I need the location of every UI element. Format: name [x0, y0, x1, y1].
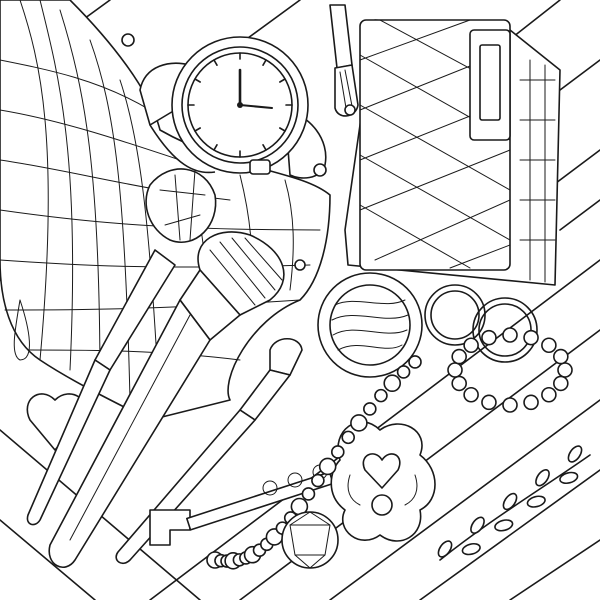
- necklace-bead: [341, 430, 356, 445]
- necklace-bead: [396, 365, 411, 379]
- watch-tick: [194, 78, 201, 83]
- lavender-bud: [526, 495, 546, 508]
- watch-tick: [213, 59, 218, 66]
- bracelet-bead: [463, 337, 479, 354]
- wristwatch: [139, 36, 327, 179]
- watch-tick: [213, 144, 218, 151]
- bead-bracelet: [447, 327, 573, 413]
- bracelet-bead: [481, 394, 497, 411]
- watch-ticks: [187, 52, 293, 158]
- necklace-bead: [363, 402, 377, 416]
- watch-tick: [194, 127, 201, 132]
- lavender-sprig: [437, 445, 591, 561]
- watch-minute-hand: [239, 104, 273, 109]
- bracelet-bead: [447, 362, 463, 378]
- bracelet-bead: [451, 375, 467, 392]
- watch-tick: [279, 127, 286, 132]
- lavender-bud: [502, 492, 518, 511]
- bracelet-bead: [451, 348, 467, 365]
- ornate-key: [149, 421, 436, 546]
- necklace-bead: [374, 388, 388, 403]
- lavender-bud: [461, 542, 481, 556]
- bracelet-bead: [553, 375, 569, 392]
- necklace-bead: [301, 487, 316, 501]
- lavender-bud: [494, 519, 514, 532]
- long-brush: [26, 249, 176, 526]
- necklace-bead: [311, 473, 325, 488]
- lavender-bud: [567, 445, 583, 463]
- bracelet-bead: [541, 386, 557, 403]
- necklace-bead: [350, 414, 368, 432]
- powder-brush: [48, 231, 285, 568]
- necklace-bead: [330, 445, 345, 459]
- hoop-rings: [424, 284, 538, 363]
- necklace-bead: [383, 374, 402, 393]
- bracelet-bead: [502, 397, 518, 413]
- faceted-gem: [145, 168, 217, 243]
- bracelet-bead: [553, 348, 569, 365]
- powder-compact: [317, 272, 423, 378]
- watch-tick: [279, 78, 286, 83]
- small-brush-top: [329, 4, 359, 117]
- eyeshadow-palette: [344, 19, 561, 286]
- necklace-bead: [408, 355, 422, 369]
- bracelet-bead: [502, 327, 518, 343]
- watch-tick: [262, 144, 267, 151]
- bead-necklace: [206, 355, 422, 570]
- bracelet-bead: [541, 337, 557, 354]
- lavender-bud: [437, 540, 453, 558]
- bracelet-bead: [557, 362, 573, 378]
- lavender-bud: [470, 516, 485, 534]
- lavender-bud: [559, 471, 579, 485]
- bracelet-bead: [523, 329, 539, 346]
- watch-tick: [262, 59, 267, 66]
- lavender-bud: [535, 469, 550, 487]
- round-gem: [281, 511, 339, 569]
- scattered-pearls: [121, 33, 356, 271]
- bracelet-bead: [481, 329, 497, 346]
- bracelet-bead: [463, 386, 479, 403]
- necklace-bead: [318, 457, 337, 476]
- bracelet-bead: [523, 394, 539, 411]
